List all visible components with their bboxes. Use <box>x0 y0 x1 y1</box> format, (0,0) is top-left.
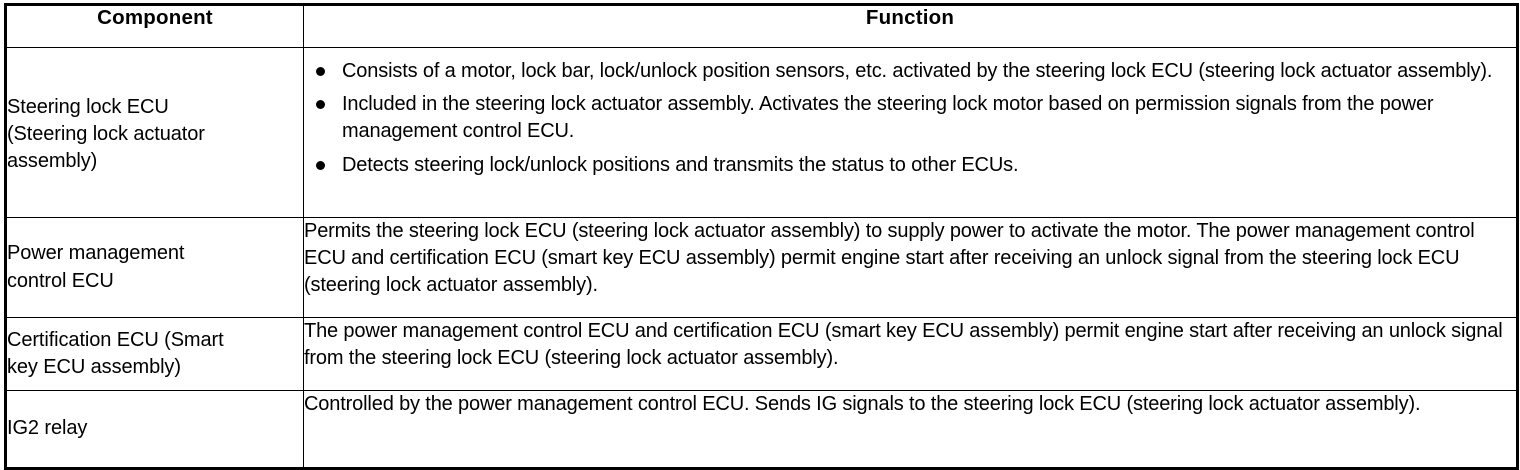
component-line: control ECU <box>7 269 114 292</box>
function-text: The power management control ECU and cer… <box>304 320 1503 370</box>
function-text: Permits the steering lock ECU (steering … <box>304 220 1475 297</box>
cell-function: Consists of a motor, lock bar, lock/unlo… <box>303 47 1518 218</box>
list-item: Consists of a motor, lock bar, lock/unlo… <box>304 58 1516 85</box>
cell-function: Controlled by the power management contr… <box>303 390 1518 469</box>
bullet-dot-icon <box>316 100 325 110</box>
cell-component: Certification ECU (Smart key ECU assembl… <box>5 317 304 391</box>
table-row: IG2 relay Controlled by the power manage… <box>5 390 1518 469</box>
component-line: key ECU assembly) <box>7 356 181 378</box>
list-item: Included in the steering lock actuator a… <box>304 91 1516 145</box>
component-line: Power management <box>7 242 185 265</box>
component-line: Steering lock ECU <box>7 95 169 118</box>
component-line: IG2 relay <box>7 417 88 440</box>
function-bullet-list: Consists of a motor, lock bar, lock/unlo… <box>304 58 1516 179</box>
cell-component: Power management control ECU <box>5 217 304 318</box>
cell-function: The power management control ECU and cer… <box>303 317 1518 391</box>
list-item-text: Detects steering lock/unlock positions a… <box>342 153 1019 176</box>
component-function-table: Component Function Steering lock ECU (St… <box>4 3 1519 470</box>
column-header-component: Component <box>5 4 304 48</box>
component-line: (Steering lock actuator <box>7 122 205 145</box>
table-row: Steering lock ECU (Steering lock actuato… <box>5 47 1518 218</box>
function-text: Controlled by the power management contr… <box>304 393 1421 415</box>
component-line: Certification ECU (Smart <box>7 328 224 351</box>
cell-component: IG2 relay <box>5 390 304 469</box>
table-header-row: Component Function <box>5 4 1518 48</box>
table-body: Steering lock ECU (Steering lock actuato… <box>5 47 1518 469</box>
bullet-dot-icon <box>316 67 325 76</box>
component-line: assembly) <box>7 150 98 173</box>
list-item-text: Included in the steering lock actuator a… <box>342 93 1434 143</box>
list-item: Detects steering lock/unlock positions a… <box>304 152 1516 179</box>
bullet-dot-icon <box>316 160 325 170</box>
column-header-function: Function <box>303 4 1518 48</box>
list-item-text: Consists of a motor, lock bar, lock/unlo… <box>342 60 1493 82</box>
table-header: Component Function <box>5 4 1518 48</box>
table-row: Certification ECU (Smart key ECU assembl… <box>5 317 1518 391</box>
cell-function: Permits the steering lock ECU (steering … <box>303 217 1518 318</box>
cell-component: Steering lock ECU (Steering lock actuato… <box>5 47 304 218</box>
table-row: Power management control ECU Permits the… <box>5 217 1518 318</box>
